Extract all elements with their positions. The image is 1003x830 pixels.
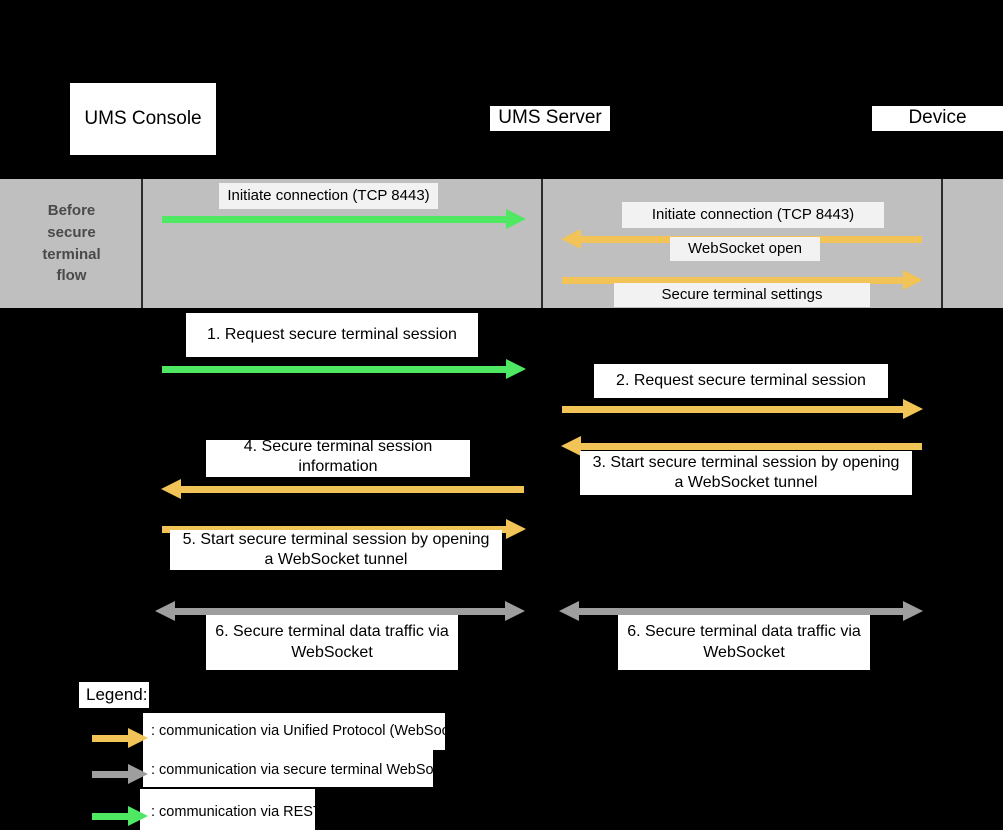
message-text: Initiate connection (TCP 8443): [227, 186, 430, 204]
band-message-label-secure-terminal-settings: Secure terminal settings: [614, 283, 870, 307]
before-flow-band: Before secure terminal flow: [0, 177, 1003, 310]
legend-title: Legend:: [79, 682, 149, 708]
message-text-line: 4. Secure terminal session: [243, 438, 433, 455]
band-divider-device-right: [941, 179, 943, 308]
message-text-line: WebSocket: [291, 643, 373, 661]
message-text: 2. Request secure terminal session: [616, 372, 866, 390]
participant-device: Device: [872, 106, 1003, 131]
message-text: Initiate connection (TCP 8443): [651, 205, 855, 223]
message-text-line: a WebSocket tunnel: [674, 474, 818, 491]
legend-row-3-background: [140, 789, 315, 830]
step-5-label: 5. Start secure terminal session by open…: [170, 530, 502, 570]
band-divider-console-server: [141, 179, 143, 308]
step-1-label: 1. Request secure terminal session: [186, 313, 478, 357]
message-text-line: 6. Secure terminal data traffic via: [627, 622, 861, 640]
step-4-label: 4. Secure terminal session information: [206, 438, 470, 477]
message-text: 1. Request secure terminal session: [207, 326, 457, 344]
band-message-label-initiate-connection-device: Initiate connection (TCP 8443): [622, 202, 884, 228]
message-text-line: 5. Start secure terminal session by open…: [182, 531, 490, 548]
legend-title-text: Legend:: [86, 685, 148, 704]
band-title: Before secure terminal flow: [0, 179, 143, 308]
participant-label: UMS Console: [84, 107, 202, 129]
message-text-line: 6. Secure terminal data traffic via: [215, 622, 449, 640]
participant-label: UMS Server: [498, 107, 602, 129]
step-6-label-server-device: 6. Secure terminal data traffic via WebS…: [618, 615, 870, 670]
band-title-line: flow: [56, 267, 87, 285]
message-text-line: a WebSocket tunnel: [264, 551, 408, 568]
step-3-label: 3. Start secure terminal session by open…: [580, 451, 912, 495]
participant-ums-server: UMS Server: [490, 106, 610, 131]
step-2-label: 2. Request secure terminal session: [594, 364, 888, 398]
message-text-line: 3. Start secure terminal session by open…: [592, 454, 900, 471]
band-title-line: terminal: [42, 245, 101, 263]
message-text-line: information: [298, 458, 378, 475]
band-title-line: Before: [47, 202, 96, 219]
legend-row-1-text: : communication via Unified Protocol (We…: [151, 723, 474, 739]
step-6-label-console-server: 6. Secure terminal data traffic via WebS…: [206, 615, 458, 670]
participant-label: Device: [908, 107, 967, 129]
band-title-line: secure: [47, 223, 96, 241]
band-divider-server-device: [541, 179, 543, 308]
band-message-label-initiate-connection-console: Initiate connection (TCP 8443): [219, 183, 438, 209]
message-text: Secure terminal settings: [661, 285, 823, 303]
participant-ums-console: UMS Console: [70, 83, 216, 155]
legend-row-1-background: [143, 713, 445, 750]
legend-row-2-background: [143, 750, 433, 787]
legend-row-3-text: : communication via REST: [151, 804, 322, 820]
message-text-line: WebSocket: [703, 643, 785, 661]
band-message-label-websocket-open: WebSocket open: [670, 237, 820, 261]
message-text: WebSocket open: [688, 239, 802, 257]
legend-row-2-text: : communication via secure terminal WebS…: [151, 762, 461, 778]
